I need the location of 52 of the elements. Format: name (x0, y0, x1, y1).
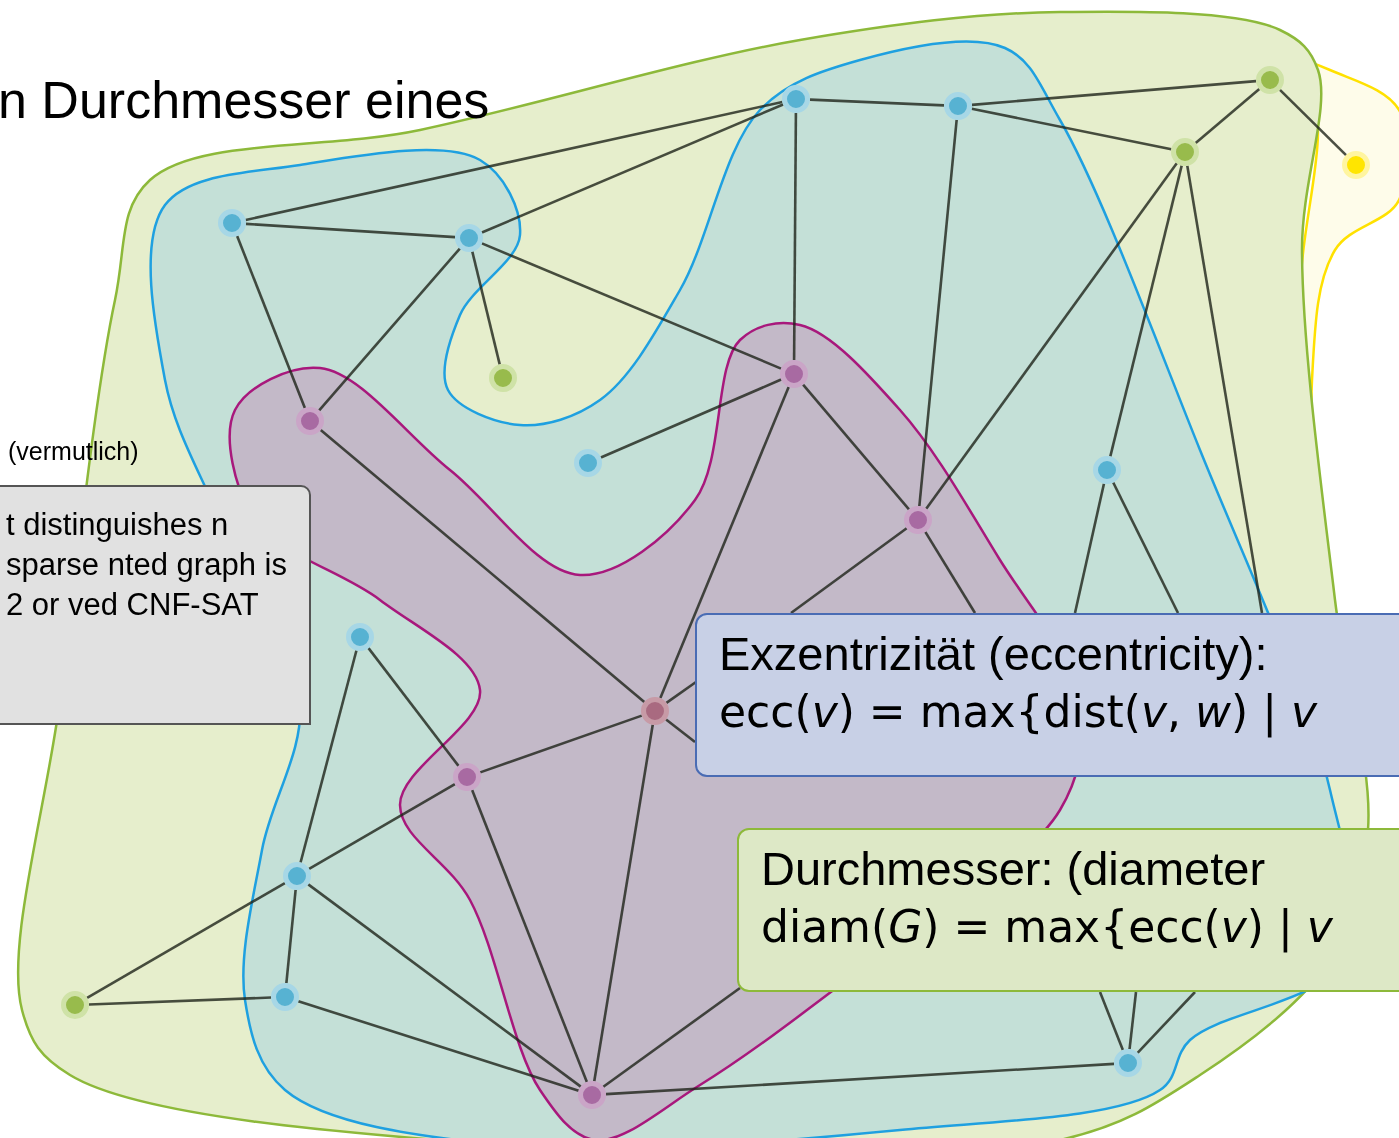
graph-edge (235, 235, 307, 409)
graph-edge (1073, 483, 1106, 614)
graph-edge (593, 724, 654, 1082)
graph-edge (924, 531, 977, 614)
graph-edge (665, 680, 697, 704)
graph-edge (1194, 88, 1261, 144)
graph-edge (918, 119, 958, 507)
graph-edge (1186, 165, 1264, 614)
graph-edge (481, 242, 782, 370)
graph-edge (88, 996, 272, 1006)
graph-edge (245, 222, 456, 239)
definition-heading: Exzentrizität (eccentricity): (719, 626, 1269, 682)
graph-edge (1128, 991, 1138, 1050)
definition-heading: Durchmesser: (diameter (761, 841, 1267, 897)
graph-edge (367, 647, 460, 767)
note-box (0, 485, 311, 725)
graph-edge (659, 386, 790, 699)
graph-edge (307, 883, 582, 1088)
graph-edge (925, 162, 1178, 510)
heading-text: n Durchmesser eines (0, 70, 490, 130)
graph-edge (86, 881, 286, 1000)
definition-box (695, 613, 1399, 777)
formula-text: ecc(v) = max{dist(v, w) | v (719, 685, 1319, 740)
graph-edge (605, 1062, 1115, 1096)
graph-edge (971, 107, 1172, 151)
graph-edge (1098, 991, 1125, 1051)
graph-edge (665, 718, 696, 744)
graph-edge (792, 113, 798, 360)
graph-edge (602, 986, 741, 1088)
note-text: t distinguishes n sparse nted graph is 2 or ved CNF-SAT (6, 506, 288, 624)
graph-edge (297, 1000, 580, 1092)
graph-edge (1112, 481, 1180, 614)
graph-edge (600, 378, 782, 459)
graph-edge (285, 889, 297, 984)
graph-edge (802, 383, 910, 511)
graph-edge (1136, 991, 1196, 1054)
graph-edge (471, 251, 501, 365)
graph-edge (809, 98, 945, 107)
graph-edge (245, 100, 783, 222)
graph-edge (479, 714, 643, 774)
graph-edge (790, 527, 908, 615)
graph-edge (1279, 88, 1347, 157)
graph-edge (1109, 165, 1183, 457)
graph-edge (319, 429, 646, 703)
graph-edge (299, 650, 358, 863)
formula-text: diam(G) = max{ecc(v) | v (761, 900, 1334, 955)
definition-box (737, 828, 1399, 992)
graph-edge (971, 79, 1257, 107)
graph-edge (318, 247, 461, 412)
graph-edge (308, 782, 456, 871)
graph-edge (470, 789, 589, 1083)
graph-edge (481, 103, 784, 234)
